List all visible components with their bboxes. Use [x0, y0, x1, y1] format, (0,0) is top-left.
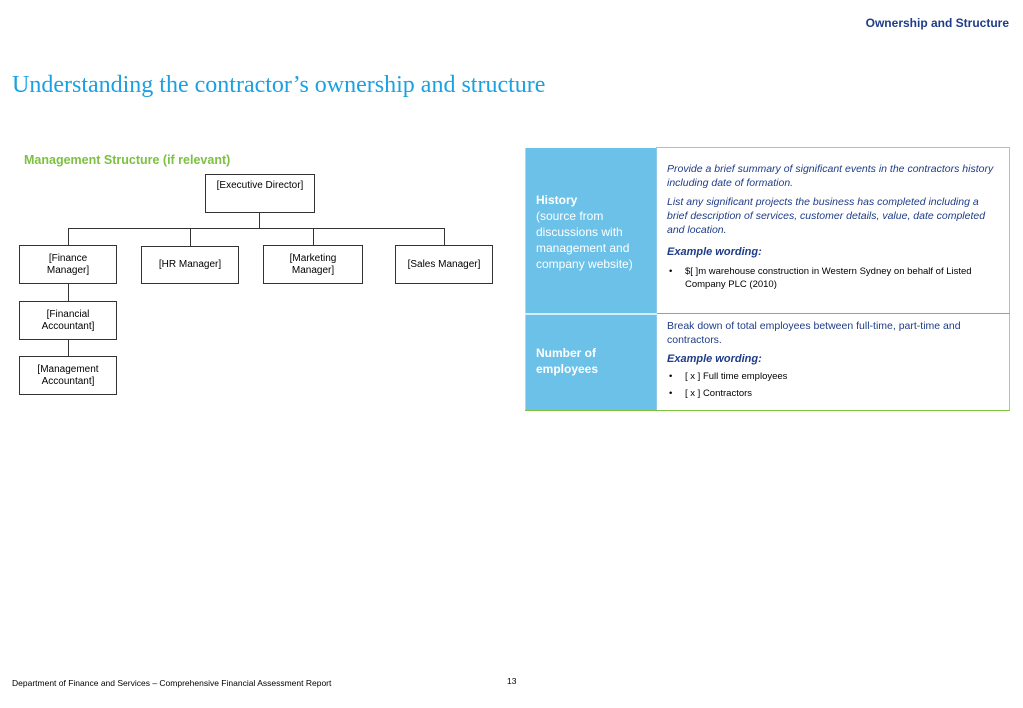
org-management-accountant-line2: Accountant] [41, 375, 95, 387]
org-sales-manager: [Sales Manager] [395, 245, 493, 284]
org-finance-manager: [Finance Manager] [19, 245, 117, 284]
org-finance-manager-line2: Manager] [46, 264, 90, 276]
org-connector [68, 228, 69, 245]
employees-example-list: [ x ] Full time employees [ x ] Contract… [667, 370, 1001, 400]
employees-example-label: Example wording: [667, 353, 762, 365]
org-executive-director-label: [Executive Director] [216, 180, 304, 191]
org-management-accountant-line1: [Management [37, 363, 99, 375]
history-example-label: Example wording: [667, 246, 762, 258]
employees-breakdown-text: Break down of total employees between fu… [667, 320, 961, 346]
org-connector [68, 228, 445, 229]
org-hr-manager: [HR Manager] [141, 246, 239, 284]
list-item: [ x ] Full time employees [667, 370, 1001, 383]
org-sales-manager-label: [Sales Manager] [407, 258, 481, 270]
org-hr-manager-label: [HR Manager] [158, 259, 222, 270]
history-example-list: $[ ]m warehouse construction in Western … [667, 265, 1001, 291]
history-label: History [536, 192, 578, 207]
org-financial-accountant: [Financial Accountant] [19, 301, 117, 340]
history-summary-text: Provide a brief summary of significant e… [667, 163, 994, 189]
org-finance-manager-line1: [Finance [48, 252, 88, 264]
list-item: $[ ]m warehouse construction in Western … [667, 265, 1001, 291]
history-projects-text: List any significant projects the busine… [667, 196, 986, 236]
org-connector [68, 284, 69, 301]
org-connector [313, 228, 314, 245]
employees-label-line1: Number of [536, 345, 596, 360]
employees-row: Number of employees Break down of total … [525, 313, 1010, 411]
org-financial-accountant-line1: [Financial [46, 308, 90, 320]
org-management-accountant: [Management Accountant] [19, 356, 117, 395]
employees-label-line2: employees [536, 361, 599, 376]
org-marketing-manager-line2: Manager] [291, 264, 335, 276]
page-number: 13 [507, 676, 517, 686]
org-connector [259, 213, 260, 229]
management-structure-heading: Management Structure (if relevant) [24, 153, 231, 167]
section-header: Ownership and Structure [865, 16, 1009, 30]
org-financial-accountant-line2: Accountant] [41, 320, 95, 332]
org-connector [68, 340, 69, 356]
footer-text: Department of Finance and Services – Com… [12, 678, 332, 688]
history-label-cell: History (source from discussions with ma… [525, 147, 657, 315]
org-marketing-manager-line1: [Marketing [289, 252, 337, 264]
org-connector [190, 228, 191, 246]
employees-label-cell: Number of employees [525, 313, 657, 411]
info-table: History (source from discussions with ma… [525, 147, 1010, 411]
history-sublabel: (source from discussions with management… [536, 208, 633, 271]
org-executive-director: [Executive Director] [205, 174, 315, 213]
list-item: [ x ] Contractors [667, 387, 1001, 400]
employees-content-cell: Break down of total employees between fu… [656, 313, 1010, 411]
history-row: History (source from discussions with ma… [525, 147, 1010, 315]
org-marketing-manager: [Marketing Manager] [263, 245, 363, 284]
org-connector [444, 228, 445, 245]
page-title: Understanding the contractor’s ownership… [12, 72, 546, 98]
history-content-cell: Provide a brief summary of significant e… [656, 147, 1010, 314]
